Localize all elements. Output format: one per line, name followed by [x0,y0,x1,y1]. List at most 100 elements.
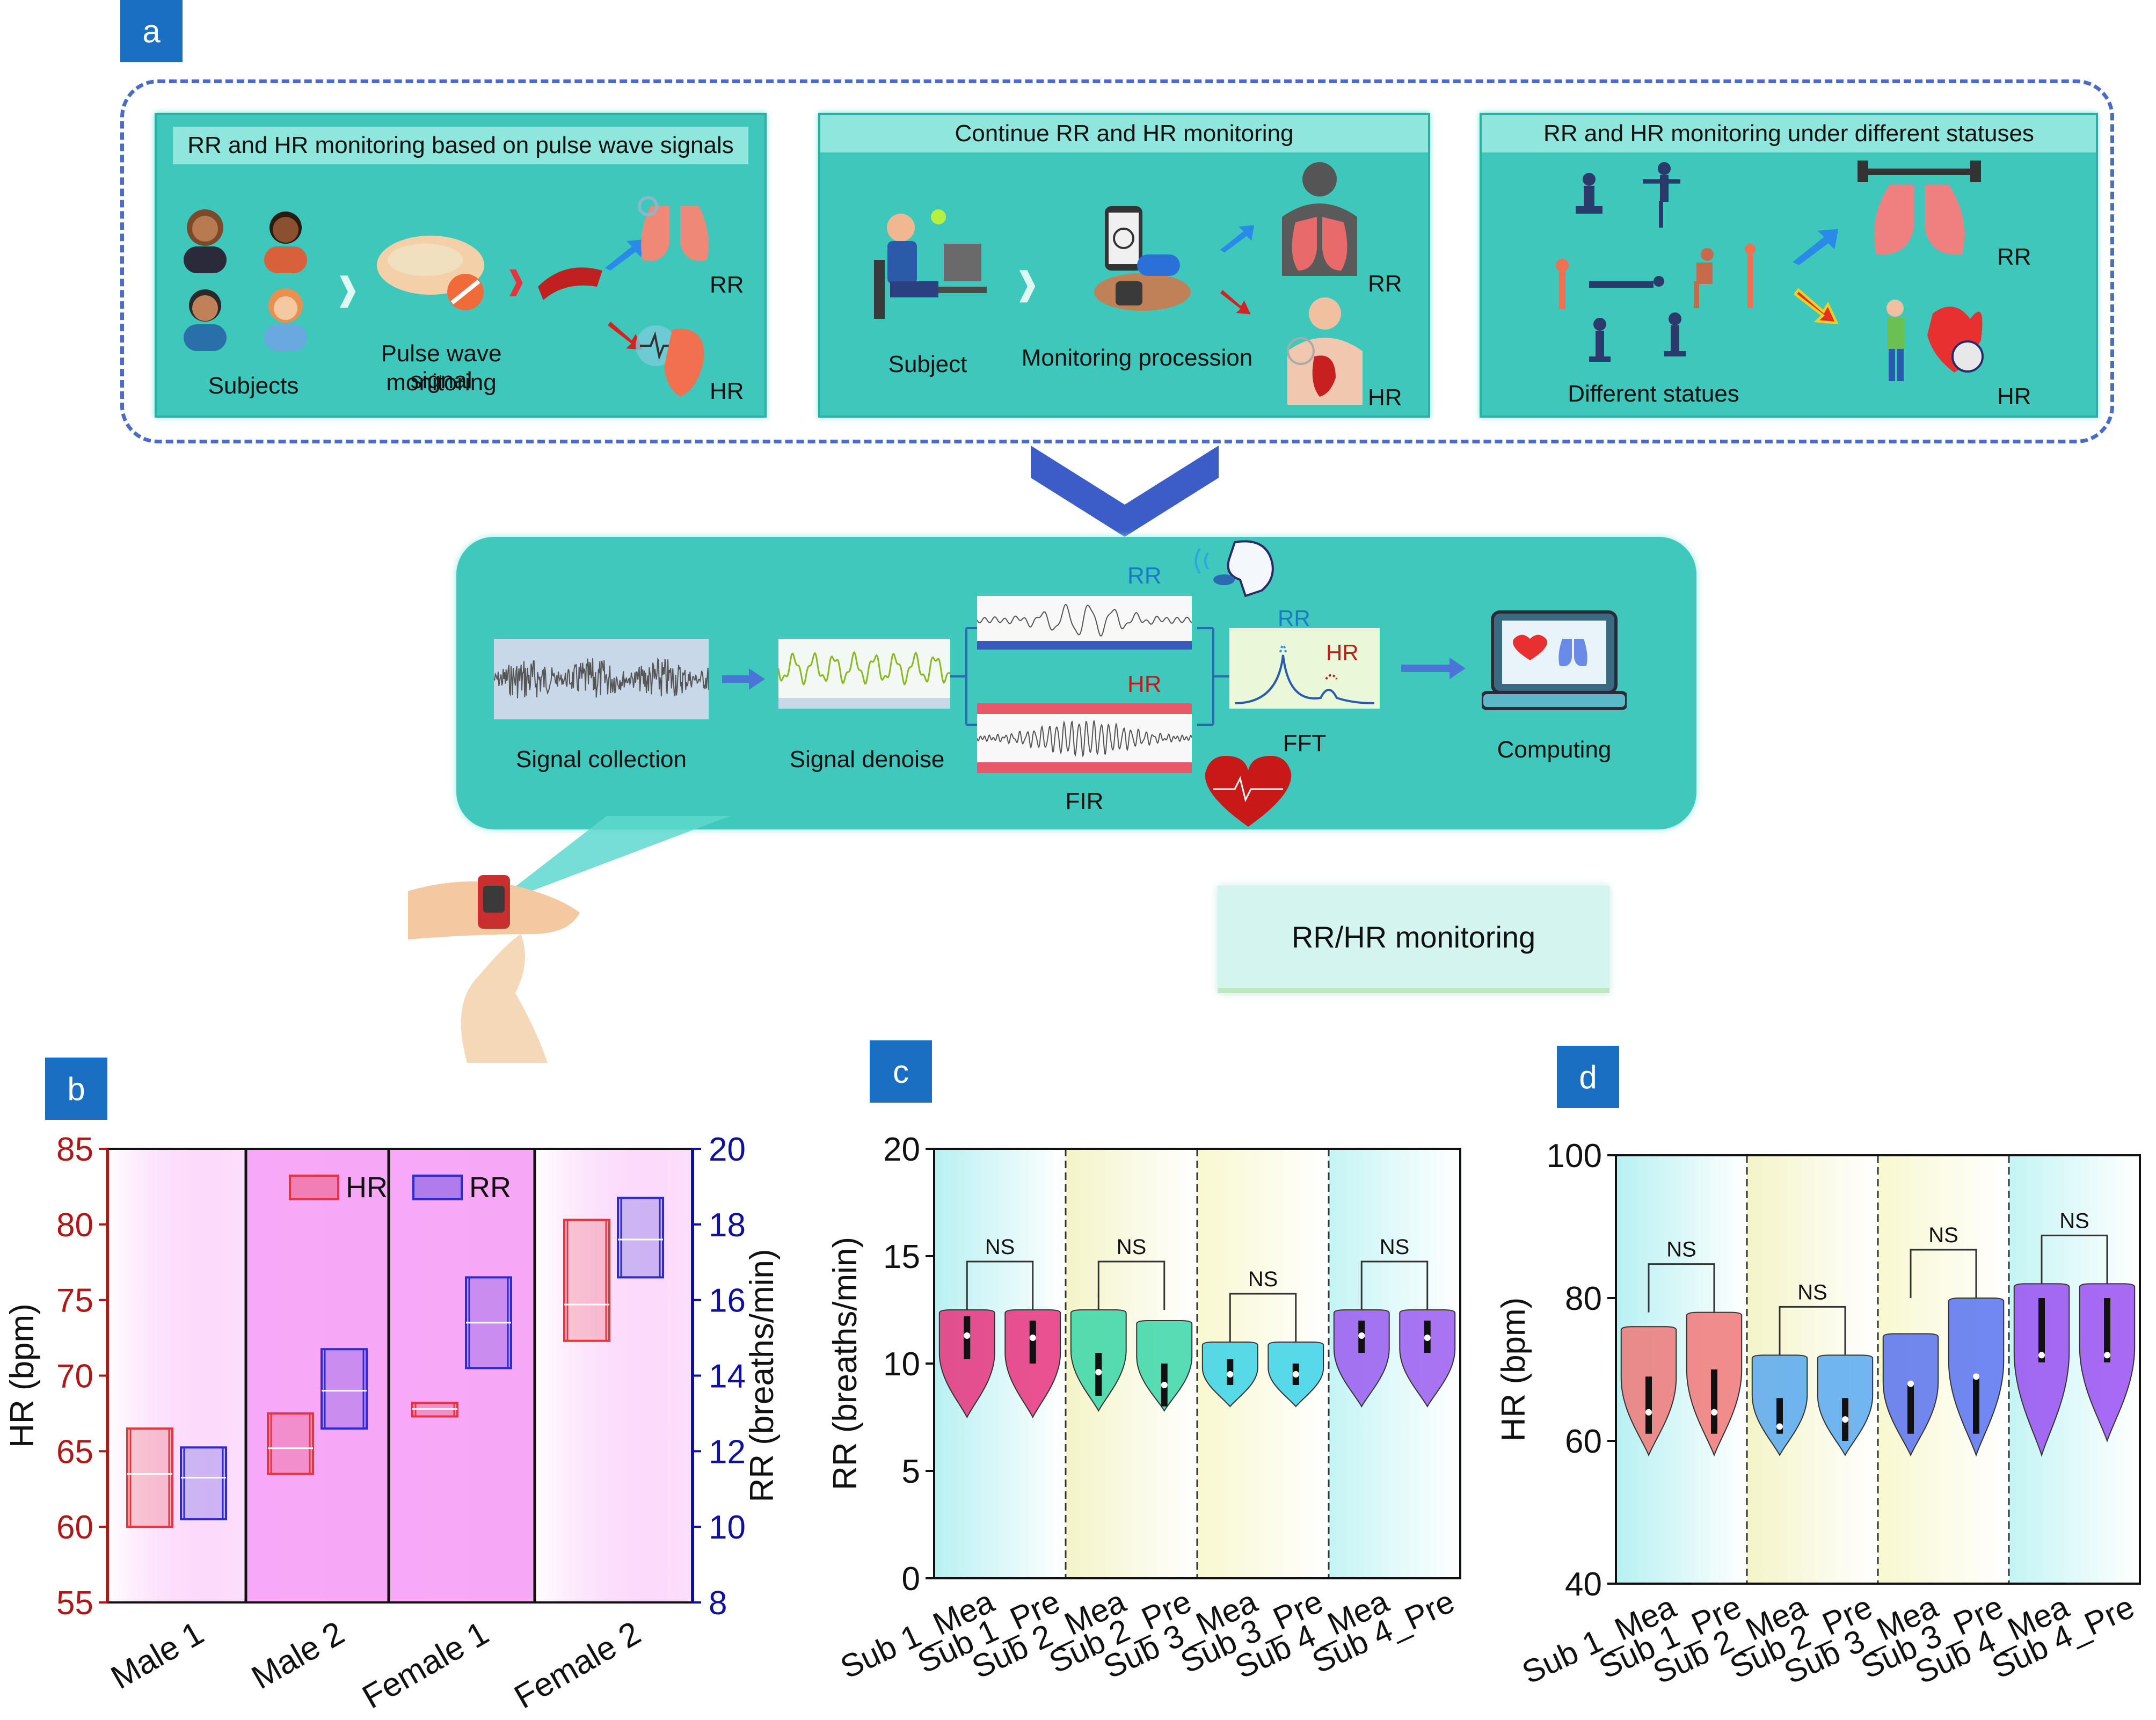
significance-bracket [2041,1234,2108,1284]
exercise-figures-illustration [1556,162,1756,362]
left-tick-label: 75 [56,1282,93,1320]
arrow-right-icon [1401,658,1466,679]
red-arrow-icon [1220,290,1251,315]
blue-arrow-icon [1220,225,1255,253]
left-tick-label: 85 [56,1131,93,1168]
significance-label: NS [1666,1238,1696,1262]
box1-title: RR and HR monitoring based on pulse wave… [173,127,748,164]
significance-bracket [1360,1260,1429,1310]
pulse-hands-illustration [377,236,484,310]
violin-median [964,1332,971,1339]
heart-body-icon [1287,297,1363,405]
violin-median [2104,1352,2110,1359]
box-hr [126,1427,173,1528]
wrist-watch-illustration [408,875,580,1063]
category-label: Male 2 [245,1614,351,1696]
panel-box-statuses: RR and HR monitoring under different sta… [1480,113,2098,418]
right-tick-label: 10 [709,1509,746,1546]
significance-bracket [1648,1263,1715,1313]
box-rr [180,1446,227,1521]
significance-label: NS [2059,1209,2089,1233]
pipeline-panel: Signal collection Signal denoise RR HR F… [456,537,1696,829]
significance-bracket [966,1260,1034,1310]
box-hr [267,1412,314,1475]
box3-hr-label: HR [1997,383,2031,410]
category-label: Female 1 [356,1614,495,1716]
rr-top-label: RR [1127,563,1162,589]
box2-rr-label: RR [1368,271,1402,297]
box3-rr-label: RR [1997,244,2031,270]
fft-rr-label: RR [1278,606,1310,631]
left-tick-label: 60 [56,1509,93,1546]
category-background [389,1149,535,1602]
violin-median [1358,1332,1365,1339]
hr-mid-label: HR [1127,671,1162,697]
right-tick-label: 20 [709,1131,746,1168]
dashed-container [120,79,2114,443]
laptop-computing-icon [1482,610,1627,710]
box-rr [321,1348,368,1430]
blood-vessel-illustration [538,267,602,300]
big-chevron-down-icon [1031,446,1219,537]
y-axis-title: HR (bpm) [1495,1298,1532,1442]
box-rr [617,1197,664,1279]
legend-label: HR [346,1171,388,1204]
category-background [107,1149,246,1602]
y-tick-label: 5 [902,1453,920,1490]
category-label: Female 2 [508,1614,647,1716]
significance-label: NS [1117,1235,1147,1259]
category-background [535,1149,693,1602]
rr-filtered-plot [977,596,1192,650]
violin-median [1227,1371,1234,1378]
significance-bracket [1779,1306,1846,1355]
right-tick-label: 16 [709,1282,746,1320]
significance-label: NS [985,1235,1015,1259]
violin-median [1776,1423,1783,1430]
subjects-label: Subjects [208,373,299,399]
chevron-arrow-icon: ❱ [1014,266,1041,302]
red-yellow-arrow-icon [1793,288,1839,324]
red-arrow-icon [608,322,643,350]
box1-rr-label: RR [710,272,744,298]
significance-bracket [1097,1260,1166,1310]
y-tick-label: 100 [1547,1138,1602,1175]
y-axis-title: RR (breaths/min) [827,1237,864,1490]
signal-denoise-label: Signal denoise [789,746,945,772]
y-tick-label: 80 [1565,1280,1602,1317]
panel-label-b: b [45,1058,107,1120]
box2-hr-label: HR [1368,384,1402,411]
right-tick-label: 14 [709,1358,746,1395]
blue-arrow-icon [1793,229,1839,265]
left-axis-title: HR (bpm) [4,1303,41,1448]
violin-median [1645,1409,1652,1416]
significance-label: NS [1797,1280,1827,1304]
significance-bracket [1910,1249,1977,1298]
panel-box-continue: Continue RR and HR monitoring Subject ❱ … [818,113,1430,418]
subject-desk-illustration [874,209,987,319]
plot-frame [1615,1154,2141,1585]
violin-median [2038,1352,2045,1359]
magnify-cone [489,816,730,907]
legend-label: RR [469,1171,511,1204]
heart-hr-icon [636,325,704,397]
panel-box-pulse-wave: RR and HR monitoring based on pulse wave… [155,113,767,418]
y-tick-label: 40 [1565,1566,1602,1603]
violin-median [1711,1409,1717,1416]
signal-collection-plot [494,639,709,719]
pulse-monitoring-label-2: monitoring [386,369,497,396]
right-tick-label: 18 [709,1207,746,1244]
hr-filtered-plot [977,703,1192,773]
legend-swatch [412,1175,463,1200]
box3-title: RR and HR monitoring under different sta… [1482,115,2096,152]
fir-label: FIR [1065,788,1104,814]
left-tick-label: 80 [56,1207,93,1244]
y-tick-label: 10 [883,1346,920,1383]
blue-arrow-icon [605,239,644,271]
category-background [246,1149,389,1602]
fft-label: FFT [1283,730,1327,756]
lungs-stethoscope-icon [638,196,709,261]
red-chevron-icon: ❱ [505,266,527,296]
